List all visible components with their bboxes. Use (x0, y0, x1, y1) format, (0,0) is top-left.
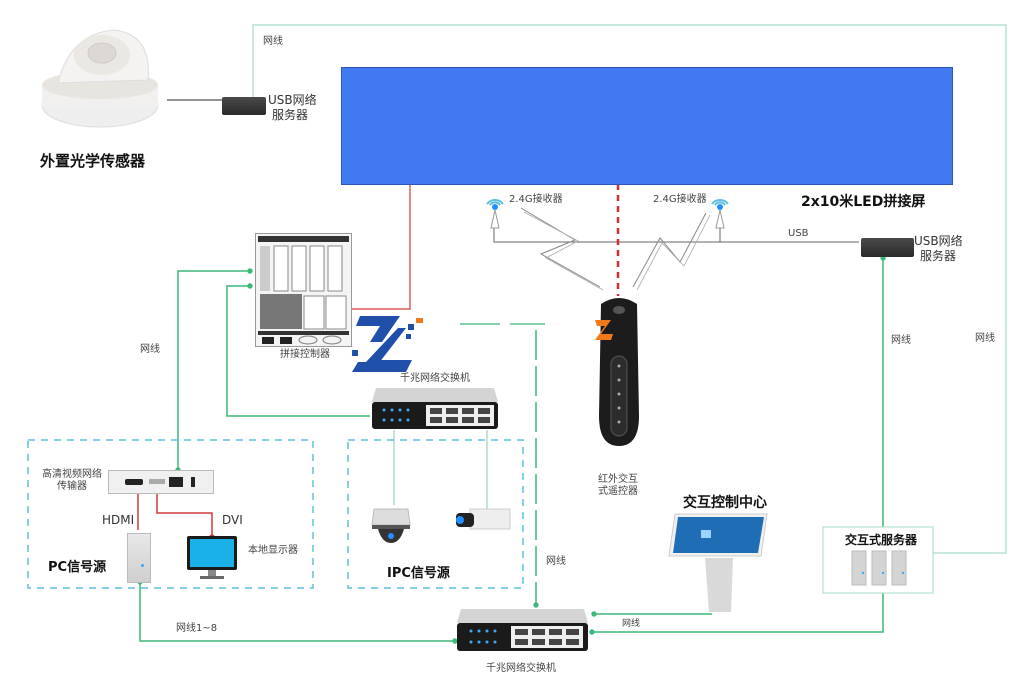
transmitter-label: 高清视频网络 传输器 (42, 469, 102, 492)
dvi-label: DVI (222, 513, 243, 527)
hdmi-label: HDMI (102, 513, 135, 527)
brand-logo (348, 314, 433, 374)
zl-logo-icon (352, 316, 423, 372)
wire-usb-receivers (493, 228, 859, 243)
cable-label-left: 网线 (140, 344, 160, 355)
usb-server-top (222, 97, 266, 115)
wire-interactive-switch (589, 590, 884, 635)
optical-sensor (40, 25, 160, 135)
led-screen-label: 2x10米LED拼接屏 (801, 194, 926, 210)
wireless-signal-right (632, 212, 707, 288)
cable-label-top: 网线 (263, 36, 283, 47)
control-center-label: 交互控制中心 (683, 495, 767, 511)
ptz-camera-icon (370, 505, 412, 545)
optical-sensor-label: 外置光学传感器 (40, 152, 146, 170)
usb-server-top-label: USB网络 服务器 (268, 93, 317, 122)
cable-label-right-outer: 网线 (975, 333, 995, 344)
wireless-signal-left (520, 207, 601, 288)
ipc-group-title: IPC信号源 (387, 566, 450, 581)
ipc-group-box (347, 439, 524, 589)
wire-switch-pc (137, 579, 458, 644)
ir-remote (595, 296, 643, 448)
wire-transmitter-controller (175, 268, 253, 473)
network-switch-icon (457, 609, 588, 651)
pc-tower-icon (127, 533, 151, 583)
splice-controller-label: 拼接控制器 (280, 349, 330, 360)
cable-label-middle: 网线 (546, 556, 566, 567)
usb-server-right-label: USB网络 服务器 (914, 234, 963, 263)
switch-lower-label: 千兆网络交换机 (486, 663, 556, 674)
wire-dvi (156, 489, 215, 540)
usb-server-right (861, 238, 914, 257)
kiosk-icon (667, 512, 771, 612)
remote-control-icon (595, 298, 639, 446)
antenna-icon-right (707, 192, 733, 230)
switch-upper-label: 千兆网络交换机 (400, 373, 470, 384)
splice-controller (255, 233, 352, 347)
switch-upper (370, 386, 500, 431)
video-transmitter (108, 470, 214, 494)
wire-top-network (252, 24, 1007, 554)
led-screen (341, 67, 953, 185)
switch-lower (455, 607, 590, 653)
dome-camera-icon (41, 29, 159, 128)
wire-switch-controller (226, 283, 370, 417)
cable-label-bottom-left: 网线1~8 (176, 623, 218, 634)
receiver-left-label: 2.4G接收器 (509, 194, 563, 205)
cable-label-bottom-right: 网线 (622, 619, 641, 629)
cable-label-right-inner: 网线 (891, 335, 911, 346)
usb-link-label: USB (788, 228, 809, 239)
pc-group-box (27, 439, 314, 589)
network-switch-icon (372, 388, 498, 429)
pc-group-title: PC信号源 (48, 560, 107, 575)
interactive-server-label: 交互式服务器 (845, 533, 918, 547)
server-rack-icons (850, 549, 910, 587)
antenna-icon-left (482, 192, 508, 230)
monitor-icon (186, 535, 238, 581)
monitor-label: 本地显示器 (248, 545, 298, 556)
rack-chassis-icon (258, 236, 349, 345)
transmitter-ports-icon (125, 477, 195, 487)
box-camera-icon (454, 507, 512, 533)
remote-label: 红外交互 式遥控器 (598, 474, 638, 497)
receiver-right-label: 2.4G接收器 (653, 194, 707, 205)
